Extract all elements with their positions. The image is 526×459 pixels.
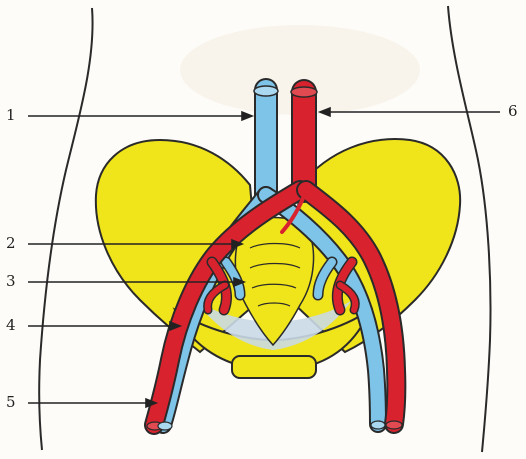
body-outline-left bbox=[39, 8, 92, 450]
label-1: 1 bbox=[6, 108, 16, 123]
label-2: 2 bbox=[6, 236, 16, 251]
label-6: 6 bbox=[508, 104, 518, 119]
label-3: 3 bbox=[6, 274, 16, 289]
label-4: 4 bbox=[6, 318, 16, 333]
label-5: 5 bbox=[6, 395, 16, 410]
